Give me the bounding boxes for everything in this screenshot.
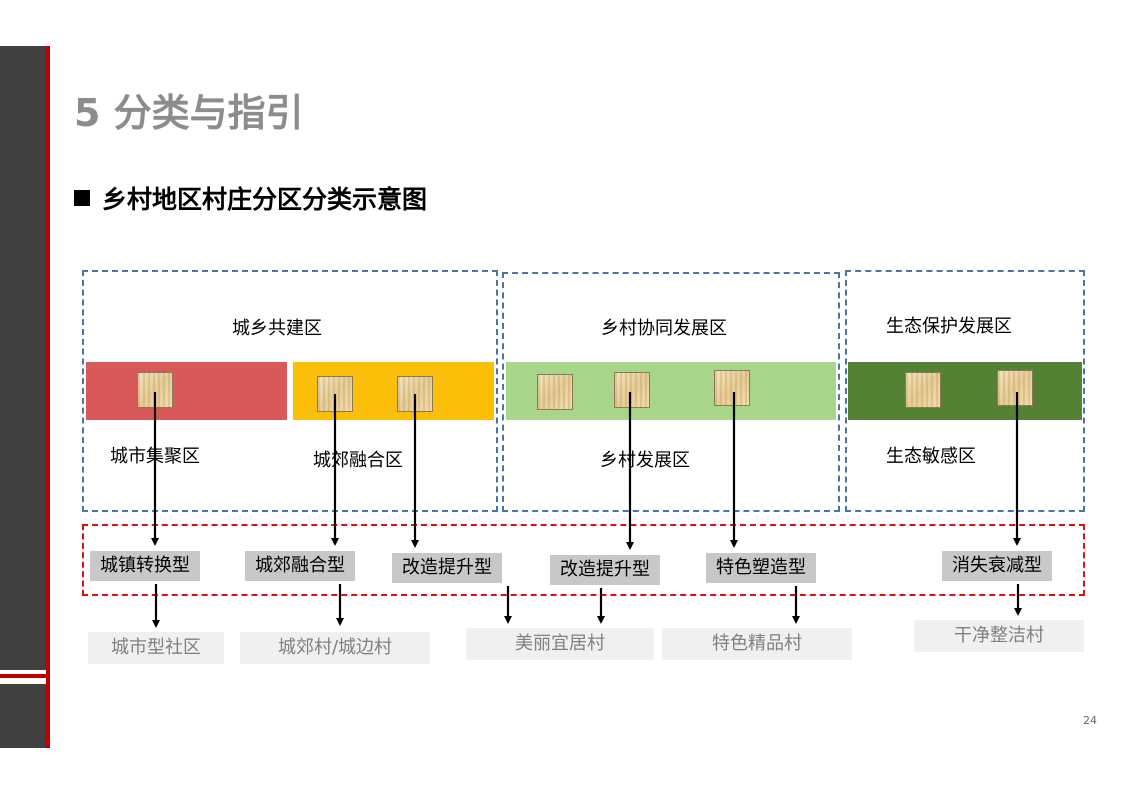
zone-label-rural-collab: 乡村协同发展区: [601, 318, 727, 339]
zone-label-eco-protect: 生态保护发展区: [886, 316, 1012, 337]
slide-subtitle-row: 乡村地区村庄分区分类示意图: [74, 180, 427, 216]
sidebar-panel-bottom: [0, 684, 46, 748]
square-bullet-icon: [74, 190, 90, 206]
village-icon: [137, 372, 173, 408]
zone-rural-collab: [502, 272, 840, 512]
zone-urban-rural: [82, 270, 498, 512]
type-label-feature-shape: 特色塑造型: [706, 553, 816, 583]
type-label-upgrade-2: 改造提升型: [550, 555, 660, 585]
village-type-frame: [82, 524, 1085, 596]
village-icon: [997, 370, 1033, 406]
village-icon: [537, 374, 573, 410]
zone-label-urban-rural: 城乡共建区: [232, 318, 322, 339]
sidebar-panel-top: [0, 46, 46, 670]
slide-title: 5 分类与指引: [74, 91, 304, 135]
page-number: 24: [1083, 714, 1097, 727]
band-eco-sensitive: [848, 362, 1082, 420]
area-label-suburban: 城郊融合区: [313, 450, 403, 471]
village-icon: [714, 370, 750, 406]
sidebar-accent-tick: [0, 674, 50, 678]
type-label-upgrade: 改造提升型: [392, 553, 502, 583]
result-label-livable-village: 美丽宜居村: [466, 628, 654, 660]
type-label-suburban-merge: 城郊融合型: [245, 551, 355, 581]
zone-eco-protect: [845, 270, 1085, 512]
result-label-urban-community: 城市型社区: [88, 632, 224, 664]
village-icon: [905, 372, 941, 408]
result-label-feature-village: 特色精品村: [662, 628, 852, 660]
sidebar-accent-line: [46, 46, 50, 748]
village-icon: [397, 376, 433, 412]
type-label-town-transform: 城镇转换型: [90, 551, 200, 581]
result-label-clean-village: 干净整洁村: [914, 620, 1084, 652]
area-label-rural-develop: 乡村发展区: [600, 450, 690, 471]
area-label-eco-sensitive: 生态敏感区: [886, 446, 976, 467]
band-urban-cluster: [86, 362, 287, 420]
result-label-suburban-village: 城郊村/城边村: [240, 632, 430, 664]
area-label-urban-cluster: 城市集聚区: [110, 446, 200, 467]
village-icon: [317, 376, 353, 412]
type-label-decline: 消失衰减型: [942, 551, 1052, 581]
village-icon: [614, 372, 650, 408]
slide-subtitle: 乡村地区村庄分区分类示意图: [102, 185, 428, 214]
